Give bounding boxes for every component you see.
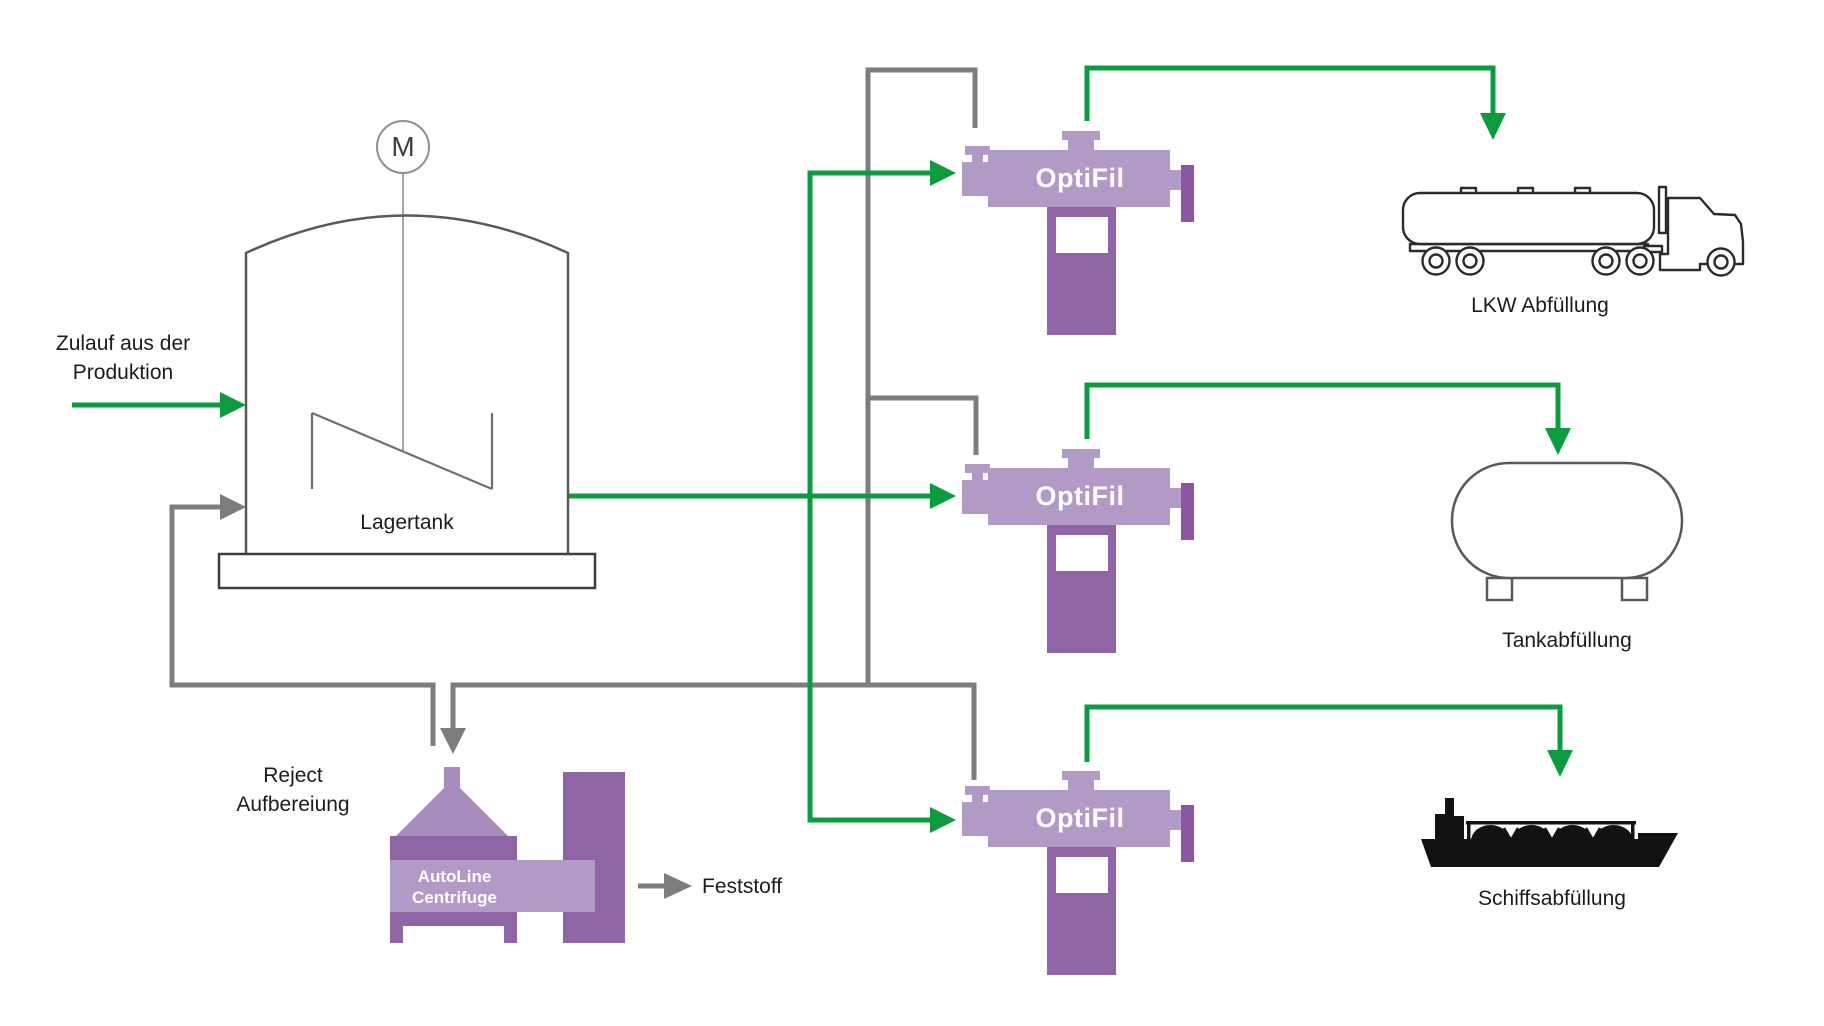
centrifuge (390, 767, 625, 943)
inflow-label: Zulauf aus der Produktion (28, 329, 218, 387)
optifil-unit-1 (962, 131, 1194, 335)
reject-line-network (169, 67, 979, 899)
tanker-truck-icon (1401, 185, 1745, 277)
motor-symbol (376, 120, 430, 174)
motor-label: M (391, 131, 415, 162)
ship-icon (1421, 798, 1678, 867)
inflow-label-line1: Zulauf aus der (55, 332, 191, 355)
optifil-unit-2 (962, 449, 1194, 653)
centrifuge-label-line2: Centrifuge (412, 888, 497, 907)
inflow-label-line2: Produktion (72, 361, 174, 384)
reject-label-line1: Reject (263, 764, 323, 787)
solids-label: Feststoff (702, 875, 783, 898)
optifil-label-1: OptiFil (1035, 163, 1125, 193)
optifil-label-2: OptiFil (1035, 481, 1125, 511)
truck-wheels (1421, 246, 1736, 277)
solids-arrow (638, 873, 692, 899)
centrifuge-label: AutoLine Centrifuge (392, 866, 517, 908)
reject-label-line2: Aufbereiung (236, 793, 350, 816)
optifil-unit-3 (962, 771, 1194, 975)
agitator-icon (310, 411, 494, 491)
storage-vessel-icon (1450, 461, 1684, 602)
truck-filling-label: LKW Abfüllung (1471, 294, 1609, 317)
centrifuge-label-line1: AutoLine (417, 867, 492, 886)
storage-tank (217, 120, 597, 590)
product-line-network (72, 65, 1573, 833)
storage-tank-label: Lagertank (360, 511, 454, 534)
optifil-label-3: OptiFil (1035, 803, 1125, 833)
ship-filling-label: Schiffsabfüllung (1478, 887, 1626, 910)
tank-filling-label: Tankabfüllung (1502, 629, 1632, 652)
reject-treatment-label: Reject Aufbereiung (200, 761, 386, 819)
